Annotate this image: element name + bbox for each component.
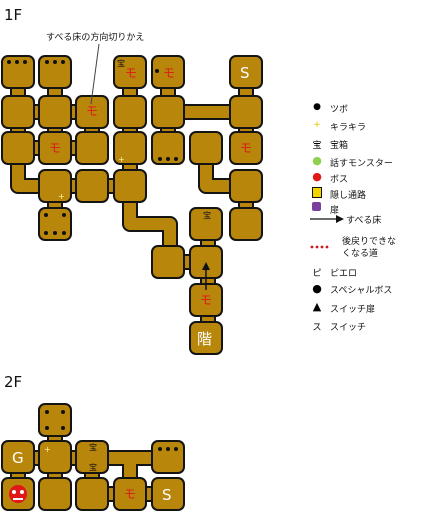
room-1f-b5	[151, 95, 185, 129]
room-2f-b3	[75, 440, 109, 474]
room-1f-c6	[189, 131, 223, 165]
monster-marker: モ	[86, 104, 98, 118]
room-1f-c4	[113, 131, 147, 165]
room-1f-d2	[75, 169, 109, 203]
legend-label: スイッチ扉	[330, 305, 376, 315]
floor-2-label: 2F	[4, 373, 23, 391]
room-2f-c4	[113, 477, 147, 511]
switch-marker: S	[240, 64, 250, 82]
room-1f-c5	[151, 131, 185, 165]
legend-label: キラキラ	[330, 123, 367, 133]
pot-dot-icon: ●	[313, 102, 321, 112]
goal-marker: G	[12, 449, 24, 467]
room-1f-a5	[229, 55, 263, 89]
slide-turn-annotation: すべる床の方向切りかえ	[46, 33, 145, 43]
pot-icon	[158, 447, 178, 451]
room-1f-d1	[38, 169, 72, 203]
room-2f-b4	[151, 440, 185, 474]
room-1f-c1	[1, 131, 35, 165]
legend-label: ツボ	[330, 105, 349, 115]
monster-marker: モ	[200, 293, 212, 307]
sparkle-icon: +	[58, 192, 65, 201]
boss-icon: ●	[312, 170, 322, 183]
legend-label: 話すモンスター	[330, 159, 393, 169]
room-1f-d4	[229, 169, 263, 203]
switch-icon: ス	[312, 323, 322, 333]
floor-2-rooms	[1, 403, 185, 511]
room-2f-b1	[1, 440, 35, 474]
sparkle-icon: +	[44, 445, 51, 454]
room-1f-c2	[38, 131, 72, 165]
pot-icon	[45, 60, 65, 64]
legend-label: 隠し通路	[330, 191, 367, 201]
treasure-icon: 宝	[117, 58, 125, 68]
talking-monster-icon: ●	[312, 154, 322, 167]
room-1f-a1	[1, 55, 35, 89]
room-1f-b4	[113, 95, 147, 129]
room-1f-b1	[1, 95, 35, 129]
room-1f-e1	[38, 207, 72, 241]
room-1f-b6	[229, 95, 263, 129]
slide-floor-arrow-icon	[202, 262, 210, 290]
monster-marker: モ	[125, 66, 137, 80]
slide-floor-arrow-icon	[310, 215, 344, 223]
hidden-passage-icon	[312, 187, 322, 198]
pot-icon	[44, 213, 66, 235]
pot-icon	[158, 157, 178, 161]
room-1f-c3	[75, 131, 109, 165]
clown-icon: ピ	[312, 269, 322, 279]
legend-label: 後戻りできなくなる道	[342, 237, 397, 259]
pot-icon	[45, 410, 65, 430]
sparkle-icon: +	[118, 155, 125, 164]
stairs-marker: 階	[197, 330, 212, 348]
room-1f-d3	[113, 169, 147, 203]
legend-label: スペシャルボス	[330, 286, 393, 296]
legend-label: 宝箱	[330, 141, 349, 151]
room-2f-c2	[38, 477, 72, 511]
legend-label: ピエロ	[330, 269, 358, 279]
floor-2-contents: + 宝 宝 G モ S	[9, 410, 178, 504]
legend-label: 扉	[330, 206, 340, 216]
special-boss-icon: ●	[312, 282, 322, 295]
switch-door-icon: ▲	[312, 300, 322, 313]
room-1f-c7	[229, 131, 263, 165]
treasure-icon: 宝	[203, 210, 211, 220]
room-2f-b2	[38, 440, 72, 474]
bat-icon	[312, 202, 321, 211]
switch-marker: S	[162, 486, 172, 504]
legend-label: スイッチ	[330, 323, 367, 333]
pot-icon	[7, 60, 27, 64]
room-1f-f1	[151, 245, 185, 279]
treasure-icon: 宝	[312, 141, 322, 151]
room-1f-b2	[38, 95, 72, 129]
sparkle-icon: +	[313, 120, 321, 130]
room-1f-a4	[151, 55, 185, 89]
monster-marker: モ	[124, 487, 136, 501]
floor-1-label: 1F	[4, 6, 23, 24]
room-1f-e3	[229, 207, 263, 241]
treasure-icon: 宝	[89, 462, 97, 472]
legend-label: すべる床	[346, 216, 382, 226]
monster-marker: モ	[240, 141, 252, 155]
no-return-dotted-icon	[310, 245, 329, 249]
room-1f-stairs	[189, 321, 223, 355]
room-2f-c3	[75, 477, 109, 511]
treasure-icon: 宝	[89, 442, 97, 452]
monster-marker: モ	[163, 66, 175, 80]
room-1f-a3	[113, 55, 147, 89]
room-1f-e2	[189, 207, 223, 241]
boss-icon	[9, 485, 27, 503]
room-2f-c5	[151, 477, 185, 511]
floor-1-rooms	[1, 55, 263, 355]
monster-marker: モ	[49, 141, 61, 155]
room-2f-a1	[38, 403, 72, 437]
annotation-pointer	[90, 43, 100, 105]
legend-label: ボス	[330, 175, 349, 185]
pot-icon	[155, 69, 159, 73]
floor-1-contents: + + 宝 宝 モ モ モ モ モ モ S 階	[7, 58, 252, 348]
